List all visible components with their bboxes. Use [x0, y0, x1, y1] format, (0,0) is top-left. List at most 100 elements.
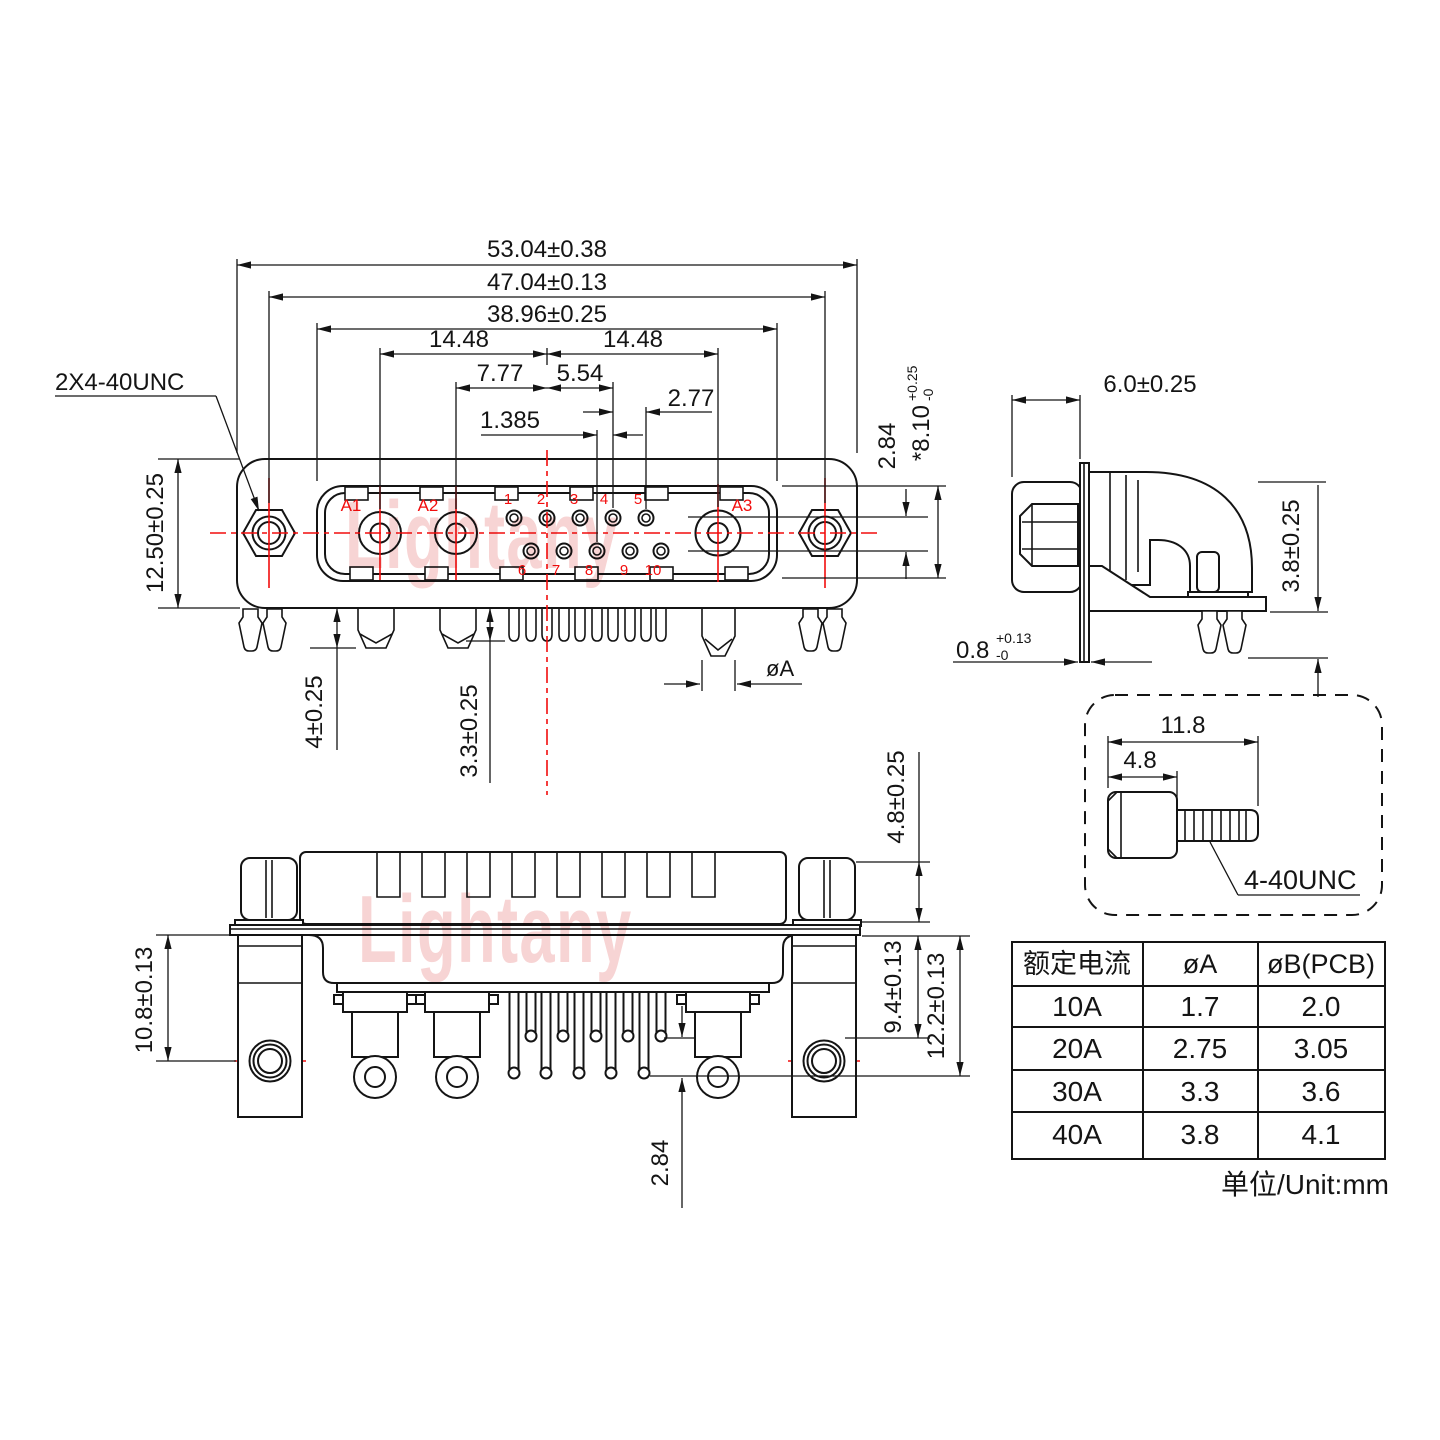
dim-a2-center: 7.77	[477, 360, 524, 387]
screw-thread-label: 4-40UNC	[1244, 865, 1357, 895]
dim-bottom-row-gap: 2.84	[647, 1140, 674, 1187]
svg-text:2.75: 2.75	[1173, 1033, 1228, 1064]
watermark-bottom: Lightany	[358, 876, 633, 983]
screw-thread-shank	[1176, 809, 1259, 842]
thread-callout: 2X4-40UNC	[55, 369, 184, 396]
table-header-dia-b: øB(PCB)	[1267, 949, 1375, 979]
table-row: 10A 1.7 2.0	[1052, 991, 1340, 1022]
unit-note: 单位/Unit:mm	[1221, 1169, 1389, 1200]
bottom-left-hex	[240, 857, 298, 921]
front-boardlocks	[238, 608, 847, 652]
dim-shell-width: 38.96±0.25	[487, 301, 607, 328]
dim-span-right: 14.48	[603, 326, 663, 353]
bottom-wire-slots	[376, 853, 716, 898]
inset-border	[1084, 694, 1383, 916]
dim-long-pin-length: 12.2±0.13	[923, 953, 950, 1060]
label-pin4: 4	[600, 491, 608, 508]
label-pin2: 2	[537, 491, 545, 508]
label-A1: A1	[341, 496, 362, 515]
label-pin10: 10	[645, 562, 662, 579]
thumbscrew-detail-inset: 11.8 4.8 4-40UNC	[1084, 694, 1383, 916]
dim-pin-pitch: 2.77	[668, 385, 715, 412]
svg-text:4.1: 4.1	[1302, 1119, 1341, 1150]
shell-notches	[344, 486, 749, 581]
svg-text:3.8: 3.8	[1181, 1119, 1220, 1150]
dim-shell-height: *8.10 +0.25 -0	[904, 365, 936, 461]
svg-text:3.6: 3.6	[1302, 1076, 1341, 1107]
pin-labels: A1 A2 A3 1 2 3 4 5 6 7 8 9 10	[341, 491, 753, 579]
screw-head	[1107, 791, 1178, 859]
svg-text:10A: 10A	[1052, 991, 1102, 1022]
dim-span-left: 14.48	[429, 326, 489, 353]
bottom-view-pcb-side: 10.8±0.13 4.8±0.25 9.4±0.13 12.2±0.13 2.…	[131, 750, 970, 1208]
dim-flange-width: 53.04±0.38	[487, 236, 607, 263]
bottom-right-ear	[791, 934, 857, 1118]
dim-short-pin-length: 9.4±0.13	[880, 940, 907, 1033]
label-A3: A3	[732, 496, 753, 515]
label-pin8: 8	[585, 562, 593, 579]
svg-text:*8.10: *8.10	[908, 405, 935, 461]
label-pin6: 6	[518, 562, 526, 579]
svg-text:+0.25: +0.25	[904, 365, 920, 401]
label-pin9: 9	[620, 562, 628, 579]
table-row: 20A 2.75 3.05	[1052, 1033, 1348, 1064]
screw-dimensions	[1107, 736, 1360, 896]
svg-text:2.0: 2.0	[1302, 991, 1341, 1022]
dim-body-depth: 6.0±0.25	[1103, 371, 1196, 398]
dim-screw-span: 47.04±0.13	[487, 269, 607, 296]
side-bracket	[1088, 565, 1267, 612]
dim-screw-total-length: 11.8	[1161, 712, 1206, 739]
dim-row-gap: 2.84	[874, 423, 901, 470]
svg-text:1.7: 1.7	[1181, 991, 1220, 1022]
bottom-left-ear	[237, 934, 303, 1118]
table-grid	[1012, 942, 1385, 1159]
front-dimensions	[55, 259, 946, 783]
side-thumbscrew-rear	[1019, 503, 1079, 567]
table-header-current: 额定电流	[1023, 949, 1131, 979]
label-pin5: 5	[634, 491, 642, 508]
front-view-connector-face: A1 A2 A3 1 2 3 4 5 6 7 8 9 10	[55, 236, 946, 1106]
svg-text:3.3: 3.3	[1181, 1076, 1220, 1107]
bottom-dimensions	[156, 752, 970, 1208]
dim-hex-height: 4.8±0.25	[883, 750, 910, 843]
table-row: 40A 3.8 4.1	[1052, 1119, 1340, 1150]
bottom-shell-rear	[306, 934, 798, 984]
label-pin3: 3	[570, 491, 578, 508]
signal-pins	[505, 509, 670, 560]
table-header-dia-a: øA	[1183, 949, 1218, 979]
svg-text:30A: 30A	[1052, 1076, 1102, 1107]
dim-row-offset: 1.385	[480, 407, 540, 434]
dim-small-pin-length: 3.3±0.25	[456, 684, 483, 777]
dim-large-pin-length: 4±0.25	[301, 675, 328, 748]
dim-hole-offset: 10.8±0.13	[131, 947, 158, 1054]
front-thin-pins	[508, 609, 667, 642]
bottom-power-tails	[333, 991, 760, 1099]
front-solder-tails	[238, 608, 847, 657]
svg-text:40A: 40A	[1052, 1119, 1102, 1150]
bottom-boardlock-holes	[248, 1039, 846, 1083]
label-pin1: 1	[504, 491, 512, 508]
svg-text:3.05: 3.05	[1294, 1033, 1349, 1064]
thread-lines	[1184, 810, 1247, 841]
bottom-flange-bar	[229, 924, 861, 936]
table-row: 30A 3.3 3.6	[1052, 1076, 1340, 1107]
side-view-right-angle: 6.0±0.25 3.8±0.25 0.8 +0.13 -0	[953, 371, 1328, 697]
dim-flange-thickness-tol-dn: -0	[996, 647, 1009, 663]
side-contact-tube	[1196, 551, 1220, 593]
dim-standoff: 3.8±0.25	[1278, 499, 1305, 592]
watermark-top: Lightany	[345, 482, 620, 589]
dim-screw-head-length: 4.8	[1123, 747, 1156, 774]
table-border	[1011, 941, 1386, 1160]
label-A2: A2	[418, 496, 439, 515]
spec-table: 额定电流 øA øB(PCB) 10A 1.7 2.0 20A 2.75 3.0…	[1011, 941, 1389, 1200]
side-boardlock	[1197, 610, 1247, 654]
svg-text:20A: 20A	[1052, 1033, 1102, 1064]
bottom-insulator-lip	[336, 983, 770, 993]
bottom-thin-pins	[507, 991, 668, 1080]
dim-pin-diameter: øA	[766, 656, 794, 681]
side-dimensions	[953, 395, 1328, 697]
dim-flange-thickness: 0.8	[956, 637, 989, 664]
dim-flange-thickness-tol-up: +0.13	[996, 630, 1032, 646]
